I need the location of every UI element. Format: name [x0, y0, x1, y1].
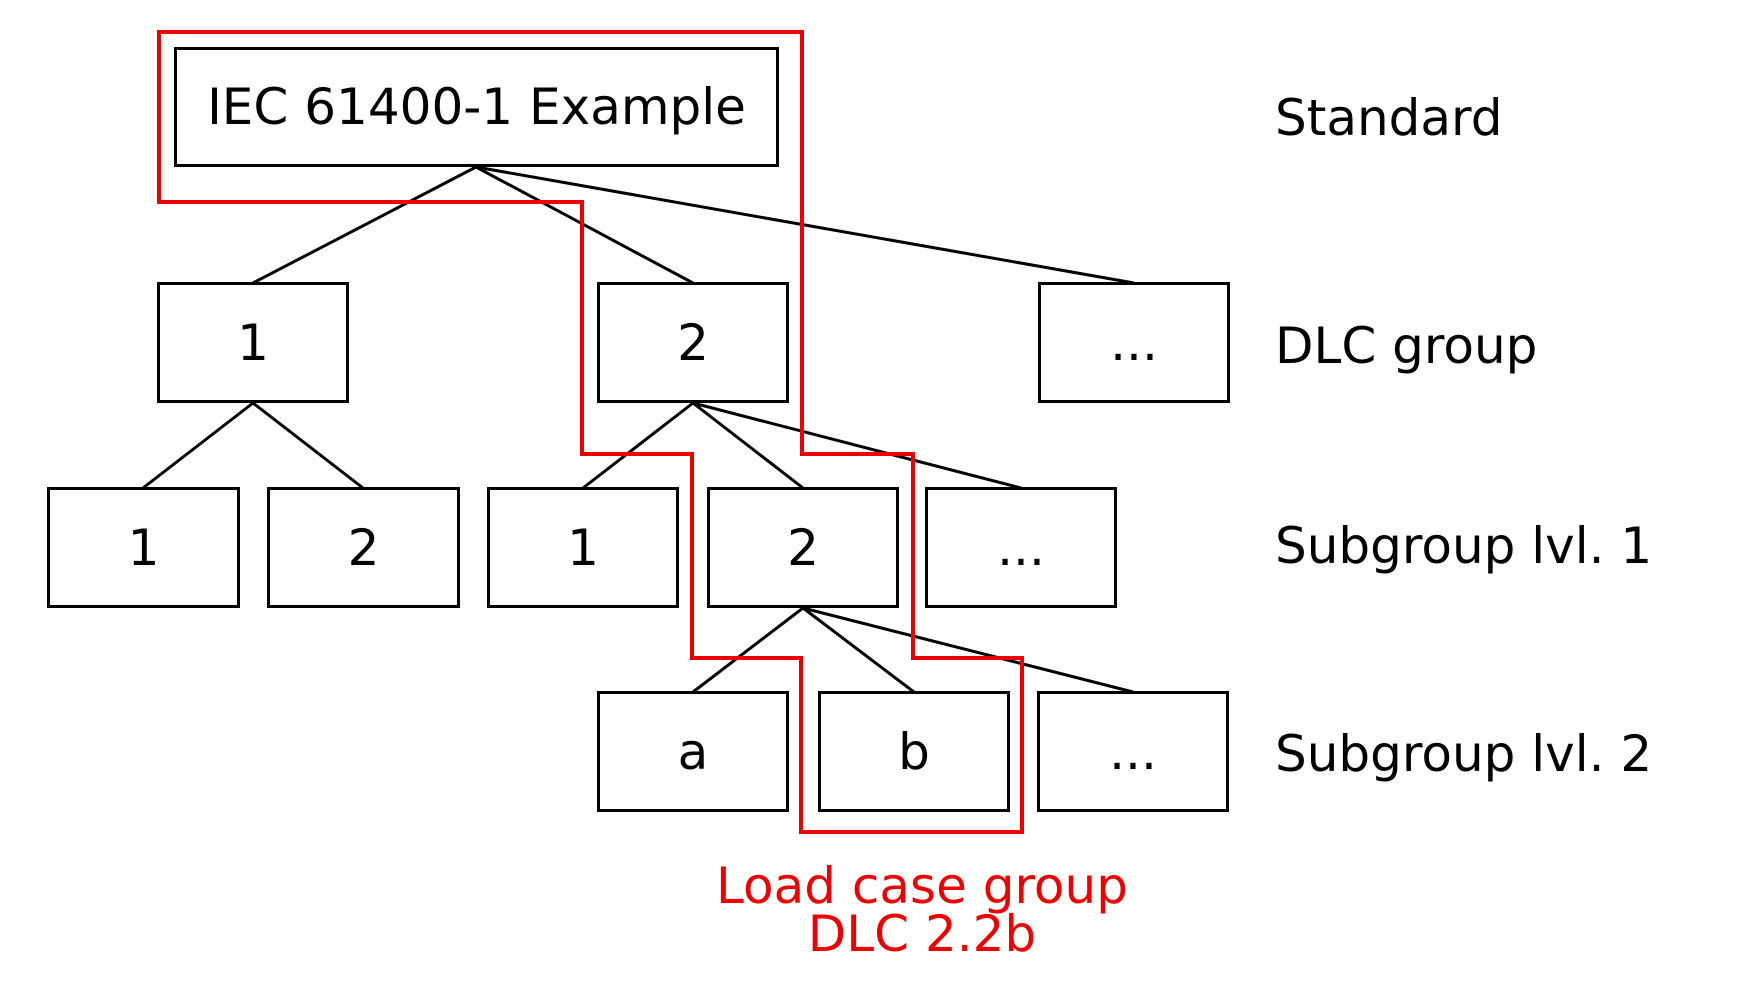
standard-box-label: IEC 61400-1 Example — [207, 78, 746, 136]
load-case-group-caption: Load case group DLC 2.2b — [716, 857, 1128, 963]
level-label-dlc-group: DLC group — [1275, 317, 1538, 375]
subgroup2-more-label: ... — [997, 518, 1045, 577]
subgroup-lvl2-more-box: ... — [1037, 691, 1229, 812]
dlc-group-more-label: ... — [1110, 313, 1158, 372]
edge-dlc1-sub11 — [142, 401, 254, 490]
dlc-group-1-box: 1 — [157, 282, 349, 403]
edge-dlc1-sub12 — [252, 401, 364, 490]
edge-sub22-a — [692, 606, 804, 694]
subgroup1-1-label: 1 — [127, 518, 160, 577]
subgroup1-2-box: 2 — [267, 487, 460, 608]
subgroup-lvl2-b-box: b — [818, 691, 1010, 812]
level-label-subgroup-lvl2: Subgroup lvl. 2 — [1275, 725, 1653, 783]
edge-sub22-b — [802, 606, 915, 694]
connector-lines — [142, 165, 1135, 694]
level-label-subgroup-lvl1: Subgroup lvl. 1 — [1275, 517, 1653, 575]
subgroup2-more-box: ... — [925, 487, 1117, 608]
subgroup1-1-box: 1 — [47, 487, 240, 608]
edge-sub22-dots — [802, 606, 1134, 694]
dlc-group-2-label: 2 — [677, 313, 709, 372]
dlc-group-more-box: ... — [1038, 282, 1230, 403]
load-case-group-outline — [157, 30, 1024, 834]
caption-line-1: Load case group — [716, 857, 1128, 915]
edge-dlc2-sub22 — [692, 401, 804, 490]
subgroup2-2-label: 2 — [787, 518, 819, 577]
subgroup-lvl2-b-label: b — [898, 722, 930, 781]
subgroup-lvl2-a-label: a — [677, 722, 709, 781]
edge-dlc2-sub21 — [582, 401, 694, 490]
subgroup2-1-box: 1 — [487, 487, 679, 608]
dlc-group-1-label: 1 — [237, 313, 269, 372]
edge-standard-dlc1 — [252, 165, 477, 285]
edge-dlc2-sub23 — [692, 401, 1022, 490]
subgroup1-2-label: 2 — [347, 518, 380, 577]
dlc-group-2-box: 2 — [597, 282, 789, 403]
caption-line-2: DLC 2.2b — [807, 905, 1037, 963]
edge-standard-dlc2 — [475, 165, 694, 285]
subgroup-lvl2-more-label: ... — [1109, 722, 1157, 781]
subgroup-lvl2-a-box: a — [597, 691, 789, 812]
standard-box: IEC 61400-1 Example — [174, 47, 779, 167]
level-label-standard: Standard — [1275, 89, 1503, 147]
subgroup2-1-label: 1 — [567, 518, 599, 577]
subgroup2-2-box: 2 — [707, 487, 899, 608]
edge-standard-dlc3 — [475, 165, 1135, 285]
